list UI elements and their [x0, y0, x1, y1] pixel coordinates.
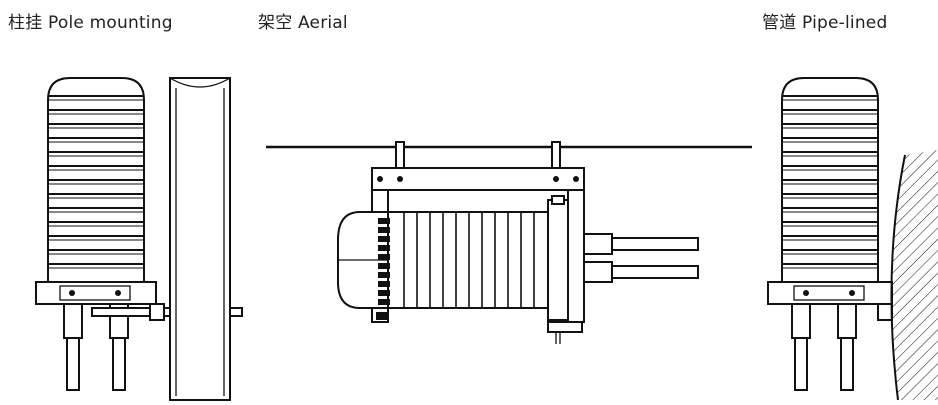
pipe-lined-closure [767, 77, 893, 391]
label-pipe-lined: 管道 Pipe-lined [762, 13, 888, 33]
pole-mounting-closure [35, 77, 243, 391]
label-pole-mounting: 柱挂 Pole mounting [8, 13, 173, 33]
label-aerial: 架空 Aerial [258, 13, 348, 33]
pole [169, 77, 231, 401]
aerial-closure [337, 167, 699, 344]
pipe-wall [890, 150, 938, 401]
